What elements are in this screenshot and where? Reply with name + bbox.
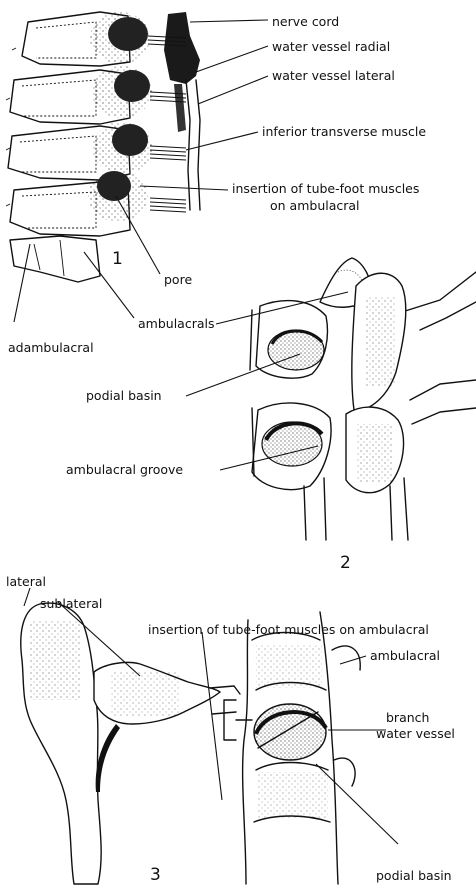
label-branch: branch [386, 710, 429, 725]
label-pore: pore [164, 272, 192, 287]
label-water-vessel-lateral: water vessel lateral [272, 68, 395, 83]
label-podial-basin-2: podial basin [86, 388, 162, 403]
label-adambulacral: adambulacral [8, 340, 94, 355]
panel-3-number: 3 [150, 865, 161, 885]
panel-2-number: 2 [340, 553, 351, 573]
panel-1-drawing [6, 12, 200, 282]
label-insertion-of-tube-foot-muscles: insertion of tube-foot muscles [232, 181, 419, 196]
label-inferior-transverse-muscle: inferior transverse muscle [262, 124, 426, 139]
label-ambulacrals: ambulacrals [138, 316, 214, 331]
panel-1-number: 1 [112, 249, 123, 269]
label-ambulacral-groove: ambulacral groove [66, 462, 183, 477]
panel-2-drawing [250, 258, 476, 540]
label-water-vessel: water vessel [376, 726, 455, 741]
label-nerve-cord: nerve cord [272, 14, 339, 29]
label-water-vessel-radial: water vessel radial [272, 39, 390, 54]
label-insertion-on-ambulacral: insertion of tube-foot muscles on ambula… [148, 622, 429, 637]
label-on-ambulacral: on ambulacral [270, 198, 360, 213]
panel-3-drawing [21, 603, 360, 884]
label-lateral: lateral [6, 574, 46, 589]
label-sublateral: sublateral [40, 596, 102, 611]
label-podial-basin-3: podial basin [376, 868, 452, 883]
label-ambulacral-3: ambulacral [370, 648, 440, 663]
